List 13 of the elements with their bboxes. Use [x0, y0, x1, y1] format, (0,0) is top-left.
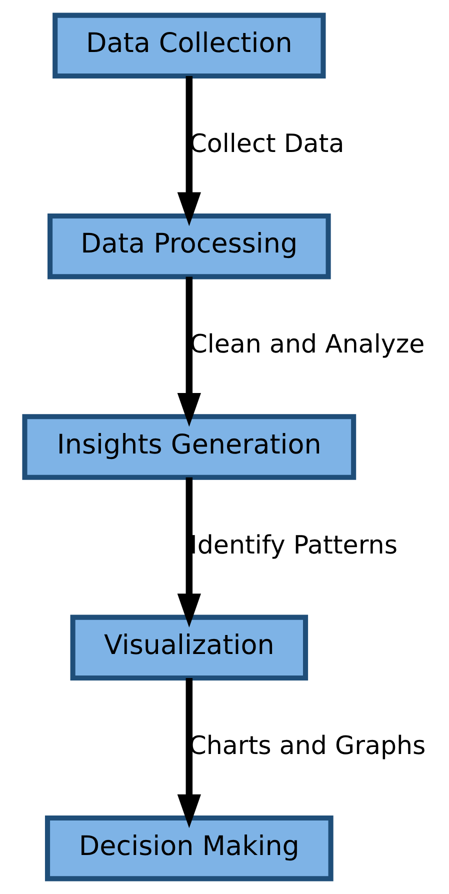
node-box: Data Processing: [47, 213, 330, 280]
edge-label: Collect Data: [188, 128, 344, 158]
edge-label: Identify Patterns: [189, 530, 398, 560]
arrow: [176, 477, 200, 628]
node-box: Data Collection: [52, 12, 326, 79]
arrow: [176, 76, 200, 226]
edge-label: Charts and Graphs: [188, 730, 426, 760]
arrow: [176, 276, 200, 427]
edge-label: Clean and Analyze: [189, 330, 424, 359]
arrow: [176, 678, 200, 828]
node-box: Insights Generation: [22, 414, 356, 480]
node-box: Decision Making: [44, 815, 333, 882]
node-box: Visualization: [70, 614, 308, 681]
